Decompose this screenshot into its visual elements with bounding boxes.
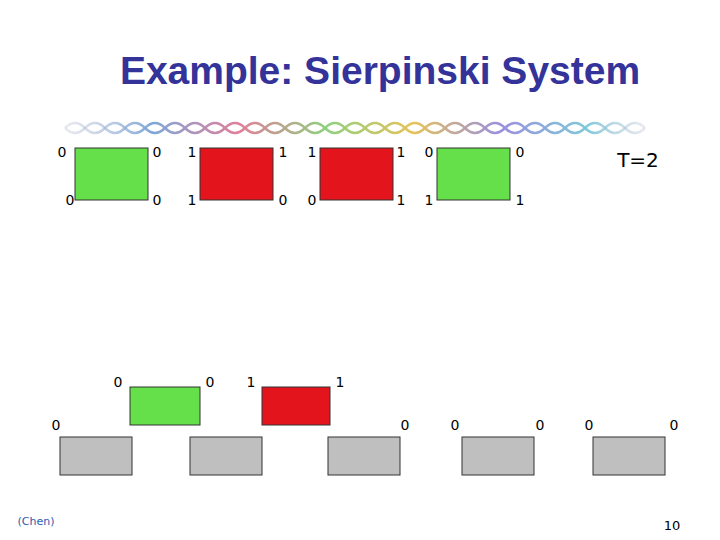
page-number: 10 (664, 519, 681, 532)
edge-value: 1 (397, 145, 406, 159)
edge-value: 1 (188, 145, 197, 159)
edge-value: 0 (66, 193, 75, 207)
edge-value: 0 (153, 145, 162, 159)
slide-title: Example: Sierpinski System (120, 51, 640, 90)
seed-tile (328, 437, 400, 475)
edge-value: 1 (425, 193, 434, 207)
red-tile (320, 148, 393, 200)
edge-value: 0 (451, 418, 460, 432)
edge-value: 0 (516, 145, 525, 159)
edge-value: 0 (670, 418, 679, 432)
edge-value: 0 (425, 145, 434, 159)
edge-value: 1 (397, 193, 406, 207)
edge-value: 1 (279, 145, 288, 159)
edge-value: 0 (536, 418, 545, 432)
red-tile (200, 148, 273, 200)
edge-value: 0 (585, 418, 594, 432)
edge-value: 1 (516, 193, 525, 207)
edge-value: 0 (308, 193, 317, 207)
time-step: T=2 (617, 150, 659, 170)
seed-tile (462, 437, 534, 475)
source-credit: (Chen) (18, 516, 55, 527)
green-tile (130, 387, 200, 425)
edge-value: 0 (114, 375, 123, 389)
red-tile (262, 387, 330, 425)
edge-value: 0 (206, 375, 215, 389)
green-tile (75, 148, 148, 200)
edge-value: 1 (308, 145, 317, 159)
edge-value: 1 (188, 193, 197, 207)
dna-helix (65, 123, 645, 133)
edge-value: 0 (401, 418, 410, 432)
edge-value: 1 (247, 375, 256, 389)
edge-value: 0 (153, 193, 162, 207)
edge-value: 0 (52, 418, 61, 432)
green-tile (437, 148, 510, 200)
seed-tile (593, 437, 665, 475)
edge-value: 0 (58, 145, 67, 159)
edge-value: 1 (336, 375, 345, 389)
seed-tile (190, 437, 262, 475)
seed-tile (60, 437, 132, 475)
edge-value: 0 (279, 193, 288, 207)
